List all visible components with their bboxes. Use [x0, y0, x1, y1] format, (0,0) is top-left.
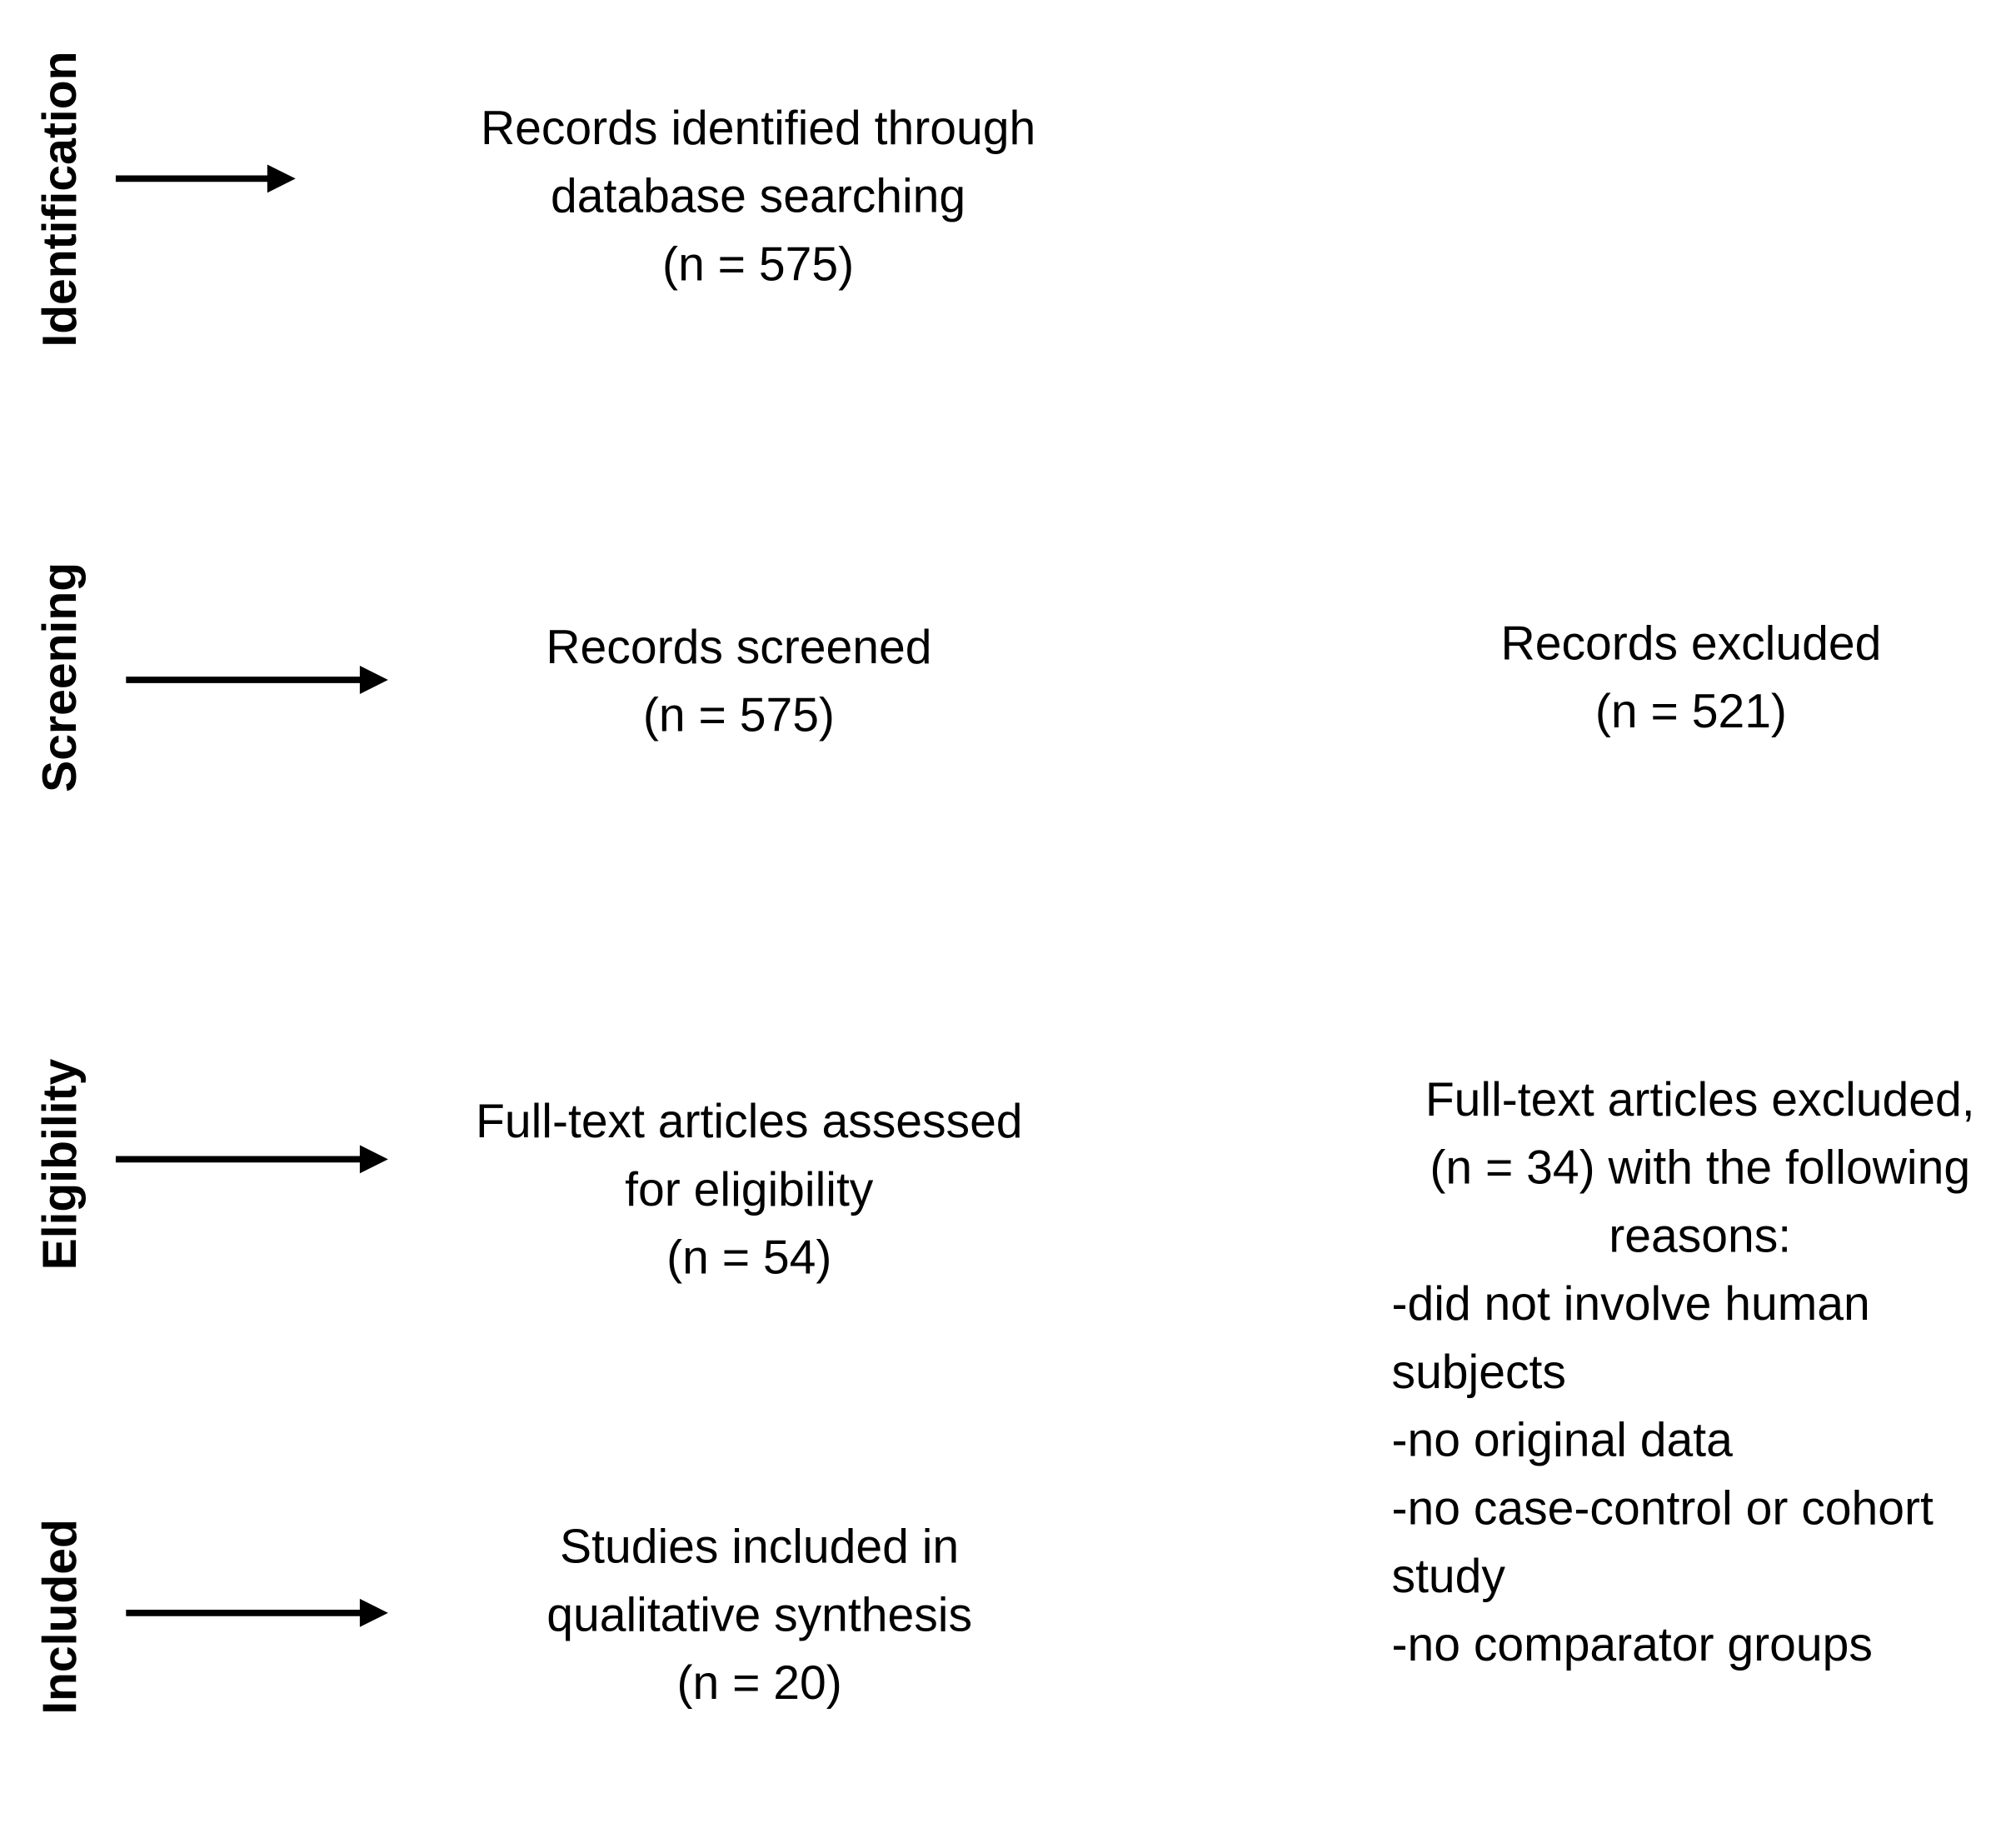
- exclusion-reason: subjects: [1391, 1345, 1566, 1399]
- arrow-screening: [126, 666, 388, 694]
- stage-label-included: Included: [33, 1519, 87, 1715]
- node-text: database searching: [550, 169, 966, 222]
- prisma-flow-diagram: Identification Screening Eligibility Inc…: [33, 51, 2009, 1717]
- node-text: reasons:: [1609, 1209, 1792, 1262]
- node-count: (n = 575): [642, 688, 835, 742]
- node-records-screened: Records screened (n = 575): [417, 613, 1060, 750]
- node-count: (n = 20): [676, 1656, 842, 1710]
- node-text: (n = 34) with the following: [1430, 1141, 1971, 1194]
- node-count: (n = 521): [1594, 685, 1787, 738]
- exclusion-reason: -no original data: [1391, 1413, 1733, 1466]
- node-text: Records identified through: [480, 101, 1036, 155]
- node-count: (n = 54): [666, 1231, 832, 1284]
- node-text: Full-text articles assessed: [475, 1095, 1023, 1148]
- node-records-identified: Records identified through database sear…: [424, 94, 1092, 298]
- exclusion-reason: -no comparator groups: [1391, 1618, 1873, 1671]
- exclusion-reason: -did not involve human: [1391, 1277, 1870, 1331]
- node-text: Studies included in: [560, 1520, 960, 1574]
- node-fulltext-assessed: Full-text articles assessed for eligibil…: [428, 1087, 1070, 1291]
- node-text: Full-text articles excluded,: [1425, 1072, 1975, 1126]
- stage-label-screening: Screening: [33, 562, 87, 792]
- stage-label-eligibility: Eligibility: [33, 1058, 87, 1271]
- node-count: (n = 575): [662, 237, 855, 291]
- exclusion-reason: study: [1391, 1550, 1505, 1603]
- arrow-identification: [115, 164, 296, 193]
- node-text: qualitative synthesis: [546, 1588, 972, 1641]
- arrow-included: [126, 1598, 388, 1627]
- arrow-eligibility: [115, 1145, 388, 1174]
- stage-label-identification: Identification: [33, 51, 87, 347]
- node-studies-included: Studies included in qualitative synthesi…: [438, 1513, 1080, 1717]
- node-fulltext-excluded: Full-text articles excluded, (n = 34) wi…: [1392, 1066, 2009, 1679]
- node-text: Records excluded: [1500, 617, 1882, 670]
- exclusion-reason: -no case-control or cohort: [1391, 1481, 1934, 1535]
- node-text: for eligibility: [625, 1162, 874, 1216]
- node-text: Records screened: [546, 621, 932, 674]
- node-records-excluded: Records excluded (n = 521): [1434, 609, 1948, 746]
